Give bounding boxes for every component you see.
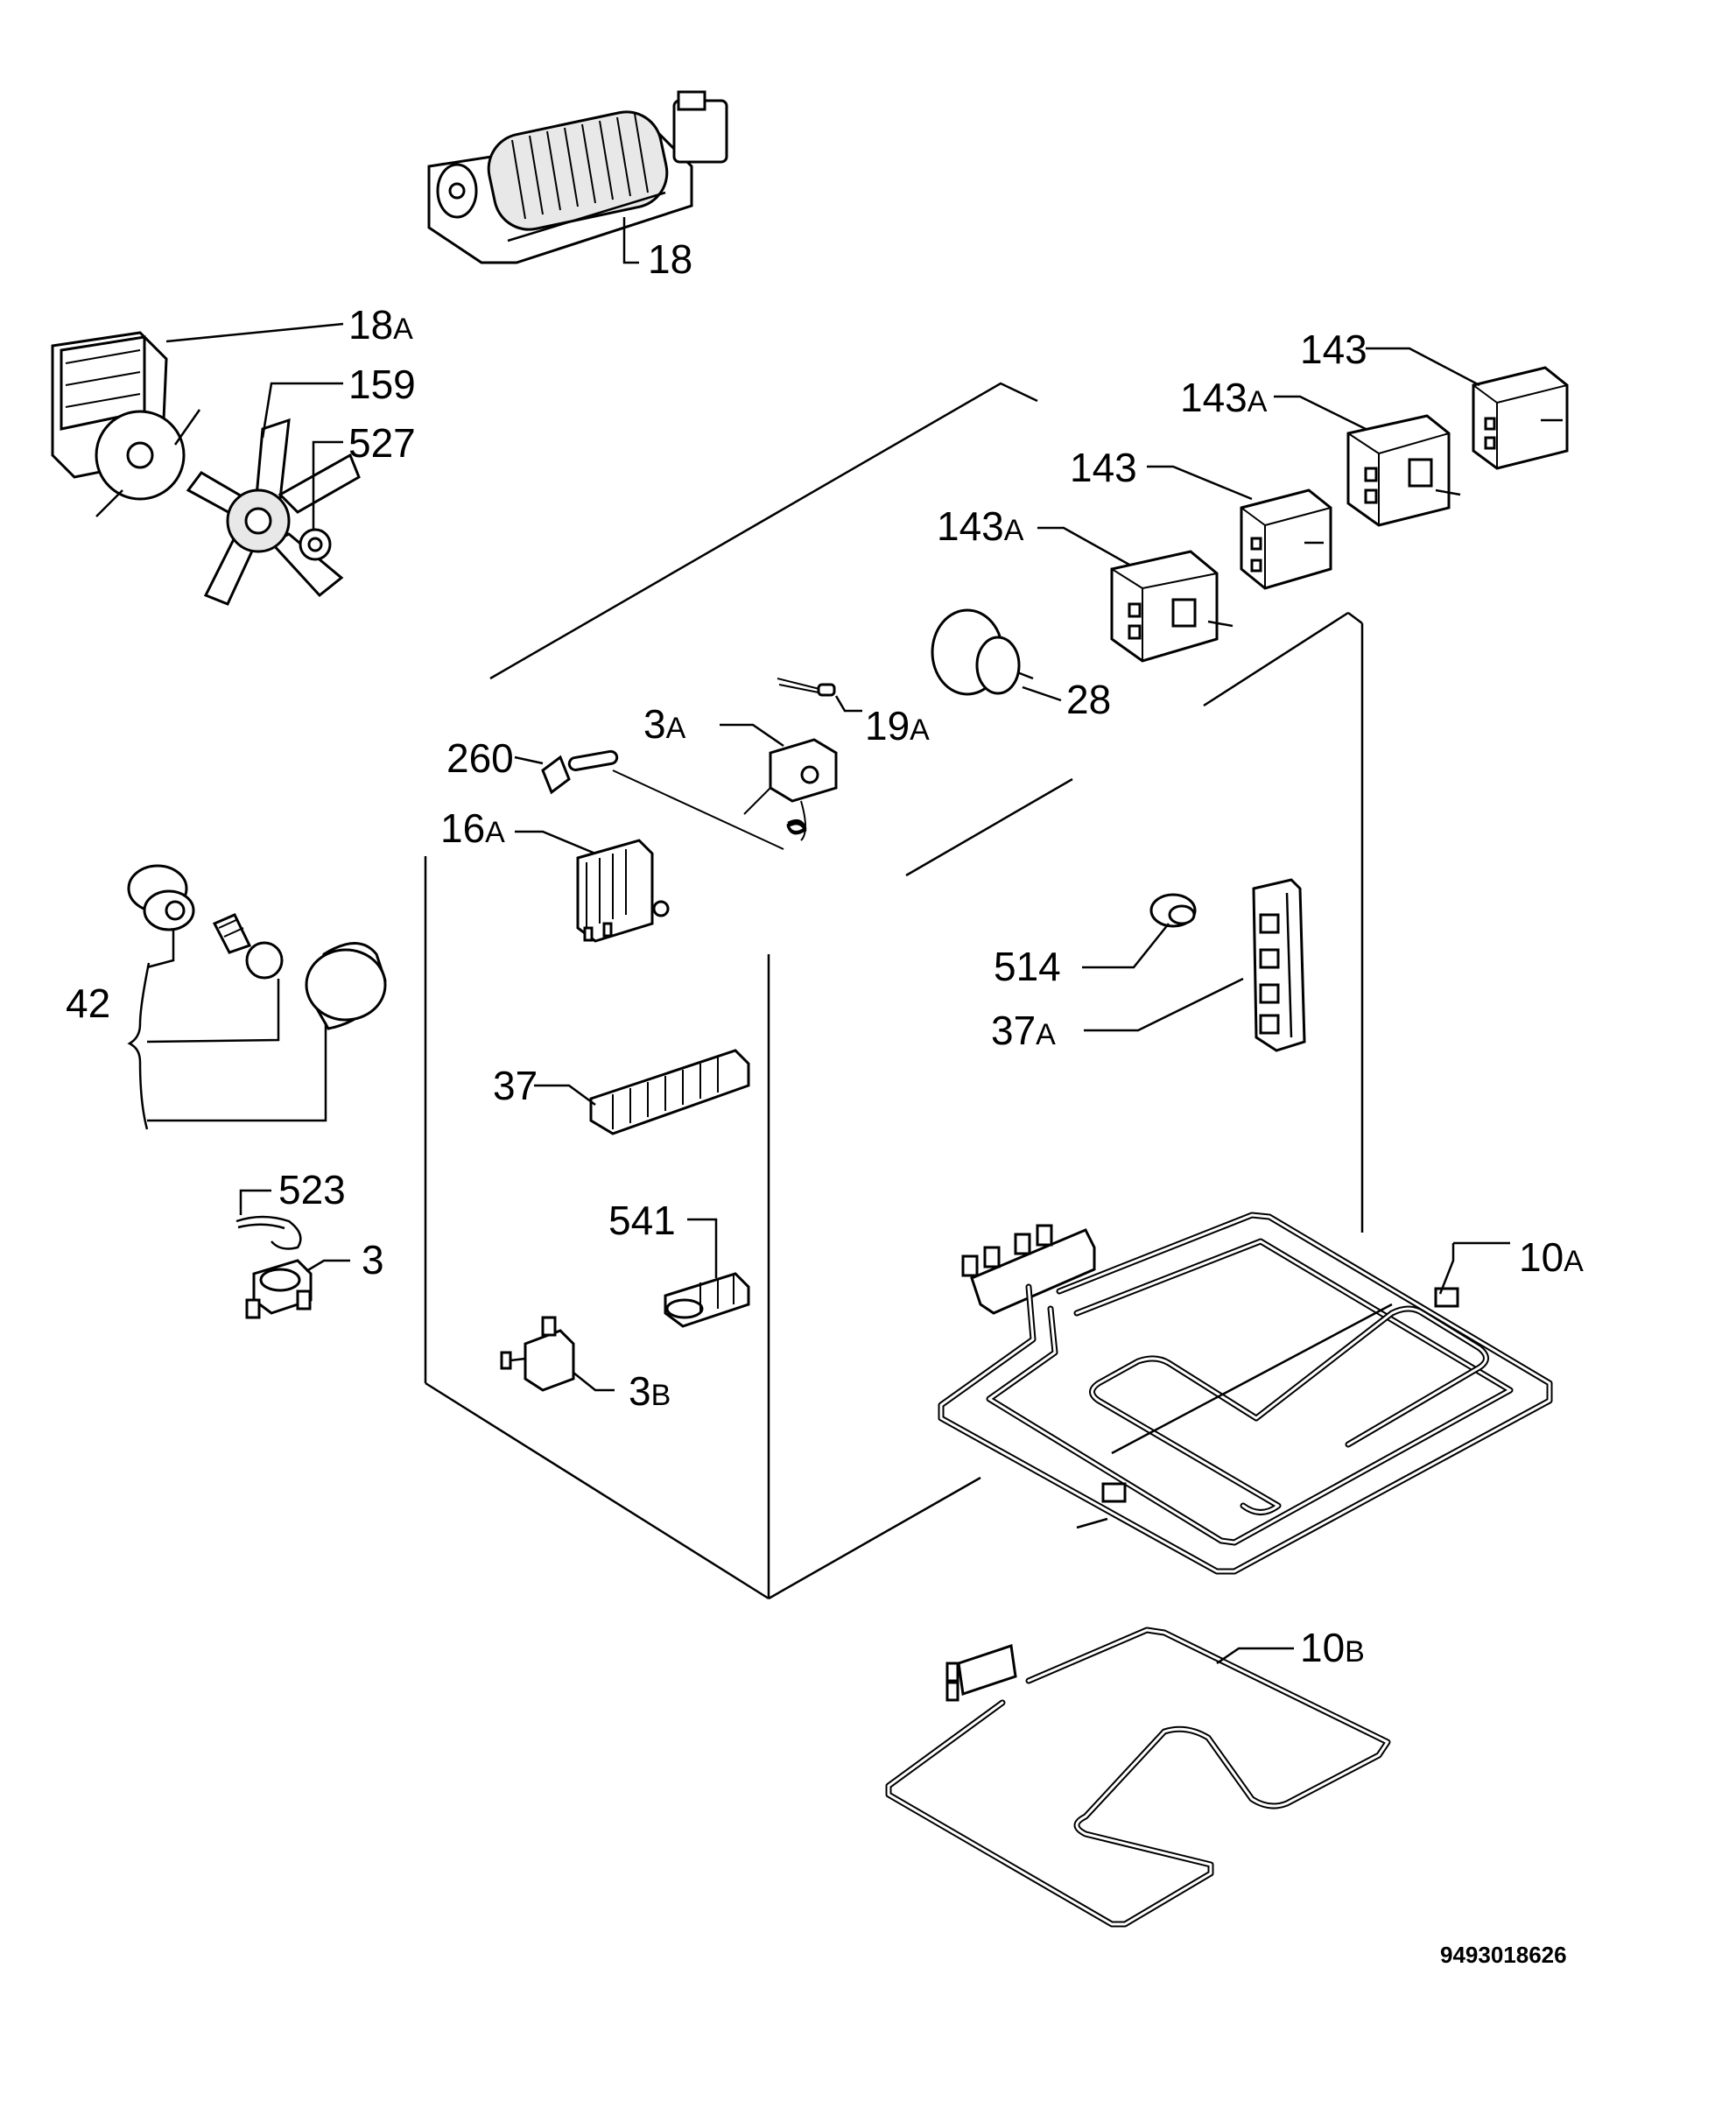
callout-28: 28 bbox=[1066, 677, 1111, 722]
fan-impeller-part bbox=[186, 418, 361, 606]
callout-3: 3 bbox=[362, 1237, 384, 1282]
selector-switch-part bbox=[576, 839, 670, 943]
callout-541: 541 bbox=[608, 1198, 676, 1243]
callout-18a: 18A bbox=[348, 302, 413, 348]
callout-10b: 10B bbox=[1300, 1625, 1365, 1670]
callout-3b: 3B bbox=[629, 1368, 671, 1414]
control-knob-part bbox=[931, 608, 1034, 696]
safety-thermostat-part bbox=[245, 1259, 313, 1319]
callout-37a: 37A bbox=[991, 1008, 1056, 1053]
callout-260: 260 bbox=[446, 735, 514, 781]
callout-19a: 19A bbox=[865, 703, 930, 748]
callout-42: 42 bbox=[66, 980, 110, 1026]
switch-143a-front-part bbox=[1110, 550, 1233, 663]
terminal-block-37a-part bbox=[1252, 878, 1306, 1052]
oven-lamp-bulb-part bbox=[212, 913, 284, 980]
oven-cabinet-outline bbox=[424, 382, 1364, 1600]
callout-527: 527 bbox=[348, 420, 416, 466]
sensor-probe-part bbox=[777, 678, 836, 697]
thermal-fuse-part bbox=[500, 1316, 575, 1392]
tangential-fan-part bbox=[427, 90, 728, 264]
callout-143a-rear: 143A bbox=[1180, 375, 1268, 420]
lamp-socket-part bbox=[1149, 893, 1197, 928]
fan-motor-housing-part bbox=[51, 331, 201, 517]
safety-clip-part bbox=[235, 1215, 302, 1250]
lamp-assembly-bracket bbox=[127, 930, 327, 1130]
oven-lamp-cover-part bbox=[305, 942, 387, 1030]
oven-lamp-holder-part bbox=[127, 864, 195, 931]
fan-nut-part bbox=[299, 528, 332, 561]
callout-18: 18 bbox=[648, 236, 692, 282]
bottom-heating-element-part bbox=[885, 1627, 1391, 1928]
probe-clip-part bbox=[541, 749, 619, 795]
document-number: 9493018626 bbox=[1440, 1942, 1567, 1968]
callout-523: 523 bbox=[278, 1167, 346, 1212]
callout-159: 159 bbox=[348, 362, 416, 407]
callout-143-rear: 143 bbox=[1300, 327, 1367, 372]
callout-143-front: 143 bbox=[1070, 445, 1137, 490]
grill-heating-element-part bbox=[938, 1212, 1553, 1575]
callout-10a: 10A bbox=[1519, 1234, 1584, 1280]
callout-labels: 18 18A 159 527 143 143A 143 143A 28 19A … bbox=[66, 236, 1584, 1968]
switch-143-front-part bbox=[1240, 488, 1332, 590]
switch-143-rear-part bbox=[1472, 366, 1569, 470]
callout-514: 514 bbox=[994, 944, 1061, 989]
callout-143a-front: 143A bbox=[937, 503, 1024, 549]
terminal-bracket-part bbox=[664, 1272, 750, 1328]
callout-16a: 16A bbox=[440, 805, 505, 851]
leader-lines bbox=[165, 322, 1510, 1665]
callout-37: 37 bbox=[493, 1063, 538, 1108]
switch-143a-rear-part bbox=[1346, 414, 1461, 527]
callout-3a: 3A bbox=[643, 701, 686, 747]
thermostat-3a-part bbox=[612, 738, 838, 850]
terminal-strip-37-part bbox=[589, 1049, 750, 1135]
